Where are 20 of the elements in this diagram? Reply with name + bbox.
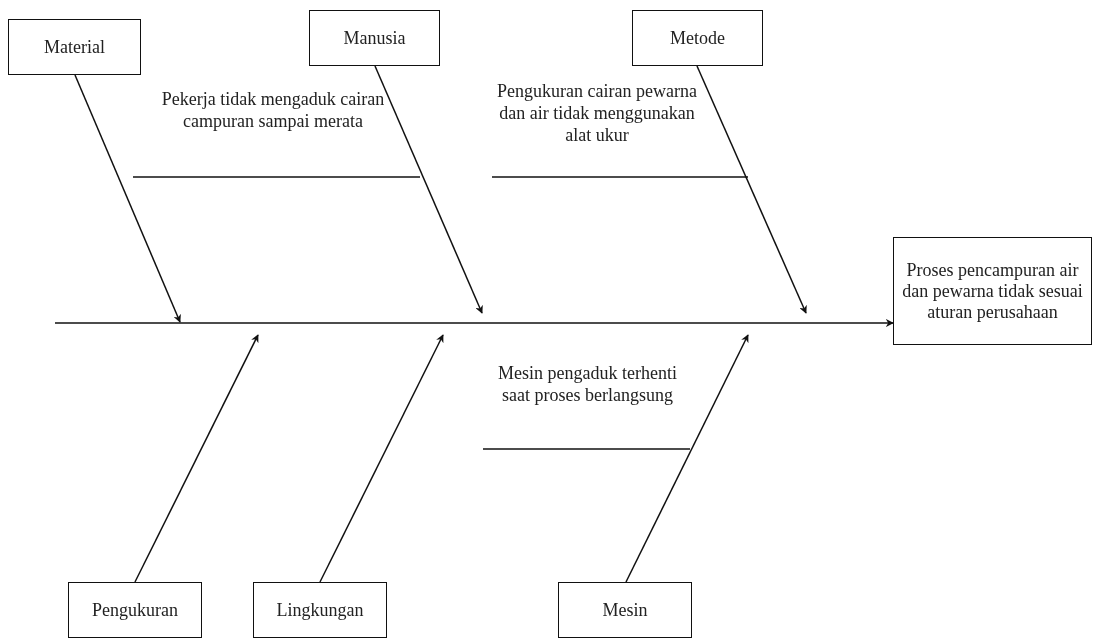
cause-text: Pekerja tidak mengaduk cairan campuran sampai merata (133, 88, 423, 177)
bone-arrow (374, 65, 483, 314)
cause-text: Pengukuran cairan pewarna dan air tidak menggunakan alat ukur (492, 80, 748, 177)
category-box: Mesin (558, 582, 692, 638)
sub-bone-line (482, 448, 691, 450)
spine-arrow (54, 319, 894, 327)
sub-bone-line (132, 176, 421, 178)
sub-bone-line (491, 176, 749, 178)
bone-arrow (625, 334, 749, 583)
category-box: Pengukuran (68, 582, 202, 638)
bone-arrow (74, 74, 181, 323)
category-box: Lingkungan (253, 582, 387, 638)
effect-box: Proses pencampuran air dan pewarna tidak sesuai aturan perusahaan (893, 237, 1092, 345)
category-box: Manusia (309, 10, 440, 66)
category-box: Material (8, 19, 141, 75)
category-box: Metode (632, 10, 763, 66)
bone-arrow (319, 334, 444, 583)
cause-text: Mesin pengaduk terhenti saat proses berlangsung (483, 362, 690, 449)
bone-arrow (134, 334, 259, 583)
bone-arrow (696, 65, 807, 314)
